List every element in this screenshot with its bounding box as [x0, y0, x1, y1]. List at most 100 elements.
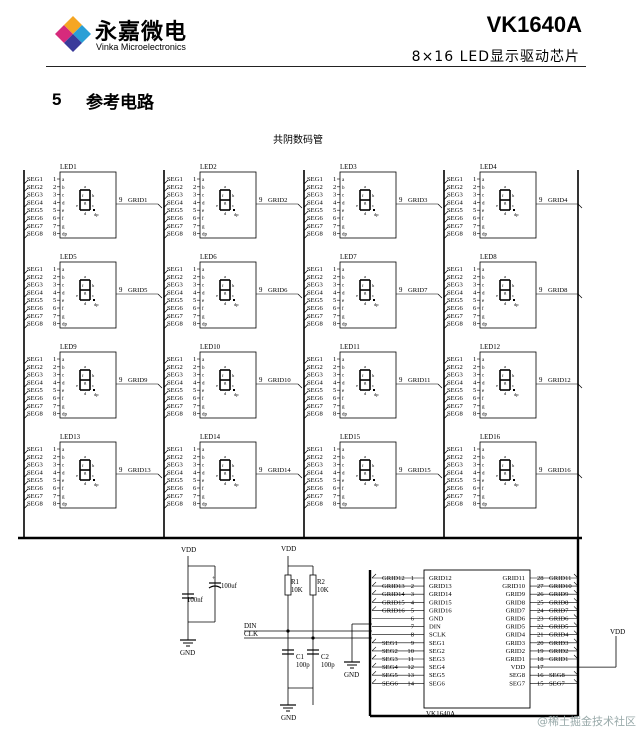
bus-entry	[443, 285, 449, 290]
segment-letter: b	[92, 463, 95, 468]
chip-ext-label: GRID4	[549, 632, 569, 639]
bus-entry	[23, 406, 29, 412]
segment-letter: f	[222, 283, 224, 288]
chip-ext-label: GRID15	[382, 599, 405, 606]
segment-letter: f	[202, 397, 204, 402]
led-pin-number: 5	[473, 207, 477, 214]
segment-letter: a	[482, 178, 485, 183]
chip-pin-number: 16	[537, 672, 544, 679]
segment-letter: f	[222, 463, 224, 468]
bus-entry	[573, 581, 579, 587]
led-pin-number: 3	[53, 282, 57, 289]
decimal-point	[233, 209, 235, 211]
led-pin-label: SEG8	[27, 321, 43, 328]
segment-letter: d	[504, 391, 507, 396]
segment-letter: dp	[234, 482, 239, 487]
led-pin-label: SEG6	[307, 395, 323, 402]
bus-entry	[23, 269, 29, 275]
segment-letter: a	[202, 268, 205, 273]
led-pin-label: SEG4	[167, 469, 183, 476]
bus-entry	[443, 488, 449, 494]
bus-entry	[443, 316, 449, 322]
bus-entry	[303, 203, 309, 208]
bus-entry	[23, 308, 29, 314]
led-pin-number: 4	[193, 199, 197, 206]
segment-letter: g	[202, 225, 205, 230]
led-pin-label: SEG8	[167, 321, 183, 328]
segment-letter: e	[496, 203, 498, 208]
led-pin-number: 4	[473, 199, 477, 206]
segment-letter: g	[504, 290, 507, 295]
led-pin-number: 3	[473, 192, 477, 199]
led-pin-number: 2	[53, 274, 56, 281]
led-label: LED11	[340, 344, 360, 351]
bus-entry	[443, 473, 449, 478]
segment-letter: b	[342, 276, 345, 281]
bus-entry	[303, 473, 309, 478]
bus-entry	[443, 496, 449, 502]
led-pin-number: 6	[193, 395, 197, 402]
led-digit-box	[479, 441, 537, 509]
led-pin-number: 2	[53, 184, 56, 191]
segment-letter: f	[502, 463, 504, 468]
grid-label: GRID3	[408, 197, 428, 204]
led-pin-label: SEG2	[27, 364, 43, 371]
segment-letter: d	[504, 301, 507, 306]
led-pin-number: 7	[473, 493, 477, 500]
segment-letter: e	[216, 383, 218, 388]
bus-entry	[303, 367, 309, 373]
bus-entry	[437, 203, 443, 209]
segment-letter: a	[62, 358, 65, 363]
led-pin-label: SEG3	[447, 192, 463, 199]
chip-ext-label: GRID8	[549, 599, 569, 606]
led-pin-number: 7	[53, 493, 57, 500]
chip-ext-label: SEG6	[382, 680, 398, 687]
led-digit-box	[59, 261, 117, 329]
segment-letter: g	[202, 405, 205, 410]
led-pin-number: 2	[473, 364, 476, 371]
led-pin-number: 8	[333, 231, 337, 238]
bus-entry	[443, 504, 449, 509]
led-pin-number: 2	[333, 364, 336, 371]
chip-pin-number: 6	[411, 616, 415, 623]
chip-pin-label: GRID13	[429, 583, 452, 590]
segment-letter: f	[482, 307, 484, 312]
bus-entry	[443, 367, 449, 373]
gnd-label: GND	[344, 671, 359, 679]
bus-entry	[371, 573, 377, 579]
segment-letter: c	[202, 284, 205, 289]
segment-letter: c	[202, 374, 205, 379]
segment-letter: dp	[374, 482, 379, 487]
led-pin-number: 8	[53, 231, 57, 238]
bus-entry	[443, 324, 449, 329]
led-pin-number: 2	[193, 274, 196, 281]
bus-entry	[573, 598, 579, 603]
bus-entry	[303, 179, 309, 185]
led-pin-label: SEG8	[27, 411, 43, 418]
led-pin-label: SEG7	[167, 403, 183, 410]
led-pin-number: 7	[473, 313, 477, 320]
bus-entry	[443, 300, 449, 306]
capacitor-value: 100p	[321, 662, 335, 669]
led-pin-label: SEG1	[167, 266, 183, 273]
bus-entry	[23, 375, 29, 380]
bus-entry	[371, 662, 377, 668]
led-label: LED10	[200, 344, 221, 351]
bus-entry	[443, 383, 449, 388]
decimal-point	[93, 209, 95, 211]
chip-ext-label: SEG4	[382, 664, 398, 671]
chip-pin-label: SEG5	[429, 672, 445, 679]
segment-letter: b	[342, 186, 345, 191]
segment-letter: b	[512, 373, 515, 378]
bus-entry	[23, 195, 29, 200]
led-pin-number: 4	[53, 379, 57, 386]
led-pin-number: 2	[53, 454, 56, 461]
bus-entry	[163, 465, 169, 470]
chip-pin-label: VDD	[511, 664, 526, 671]
segment-letter: d	[202, 291, 205, 296]
bus-entry	[371, 646, 377, 652]
gnd-label: GND	[281, 714, 296, 722]
segment-letter: a	[84, 364, 86, 369]
bus-entry	[23, 414, 29, 419]
led-pin-label: SEG5	[447, 477, 463, 484]
